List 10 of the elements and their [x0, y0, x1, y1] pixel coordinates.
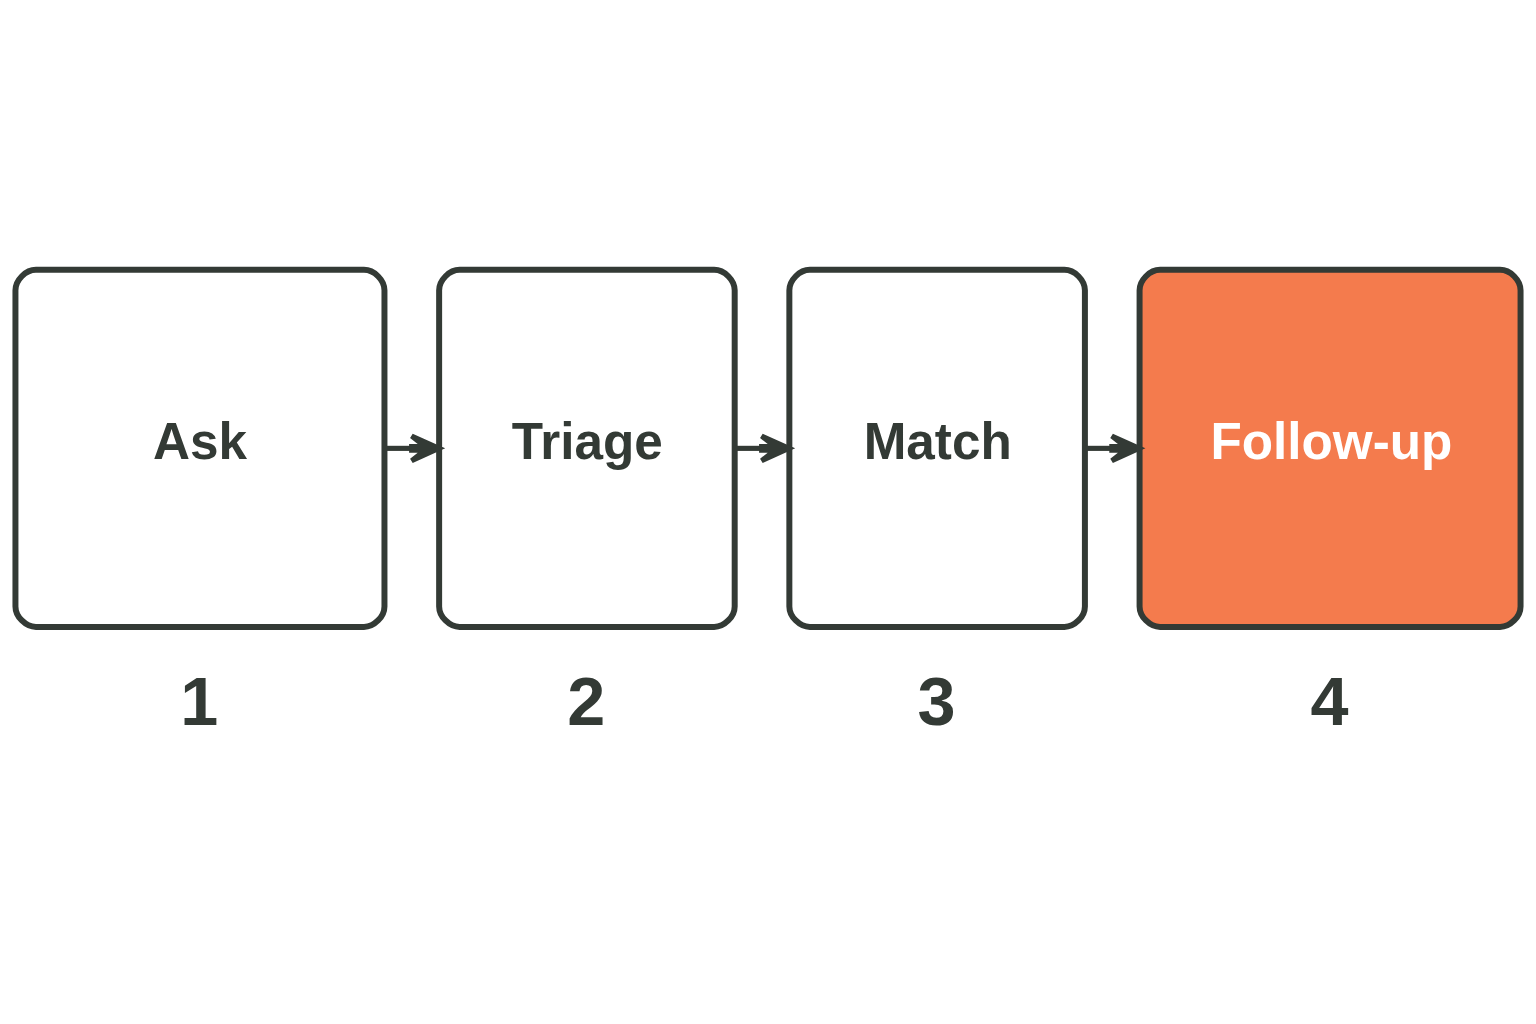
- node-label: 2: [567, 663, 606, 740]
- node-label: 3: [917, 663, 956, 740]
- node-box: Triage: [436, 266, 738, 630]
- node-box: Follow-up: [1136, 266, 1524, 630]
- node-box: Match: [786, 266, 1088, 630]
- arrow: [385, 433, 442, 464]
- arrow: [734, 433, 792, 464]
- node-label: 4: [1310, 663, 1349, 740]
- node-box: Ask: [12, 266, 388, 630]
- node-label: 1: [180, 663, 219, 740]
